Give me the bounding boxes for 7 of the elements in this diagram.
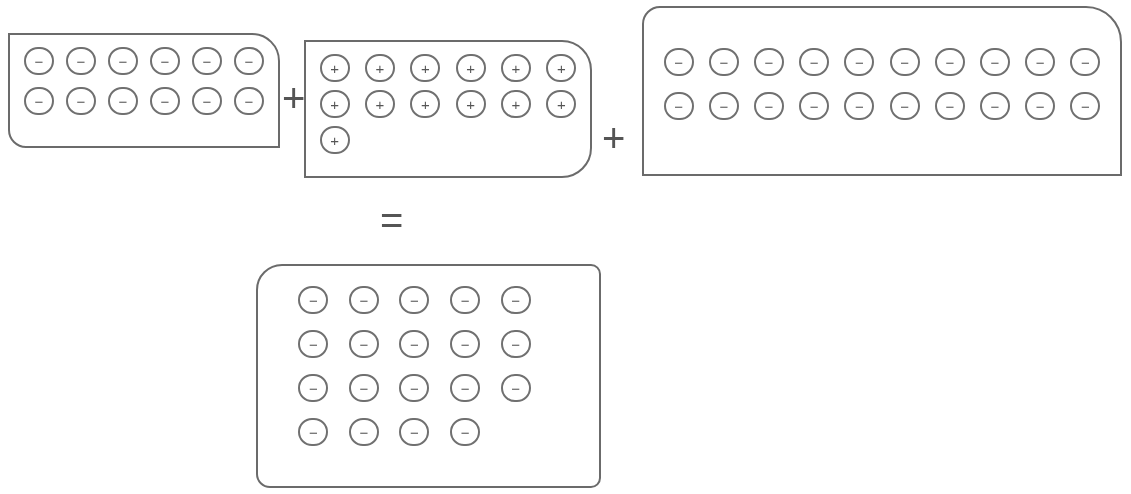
chip-box xyxy=(304,40,592,178)
chip-box xyxy=(642,6,1122,176)
chip-box xyxy=(256,264,601,488)
chip-box xyxy=(8,33,280,148)
operator-sign: + xyxy=(282,78,306,118)
operator-sign: = xyxy=(380,200,404,240)
operator-sign: + xyxy=(602,118,626,158)
